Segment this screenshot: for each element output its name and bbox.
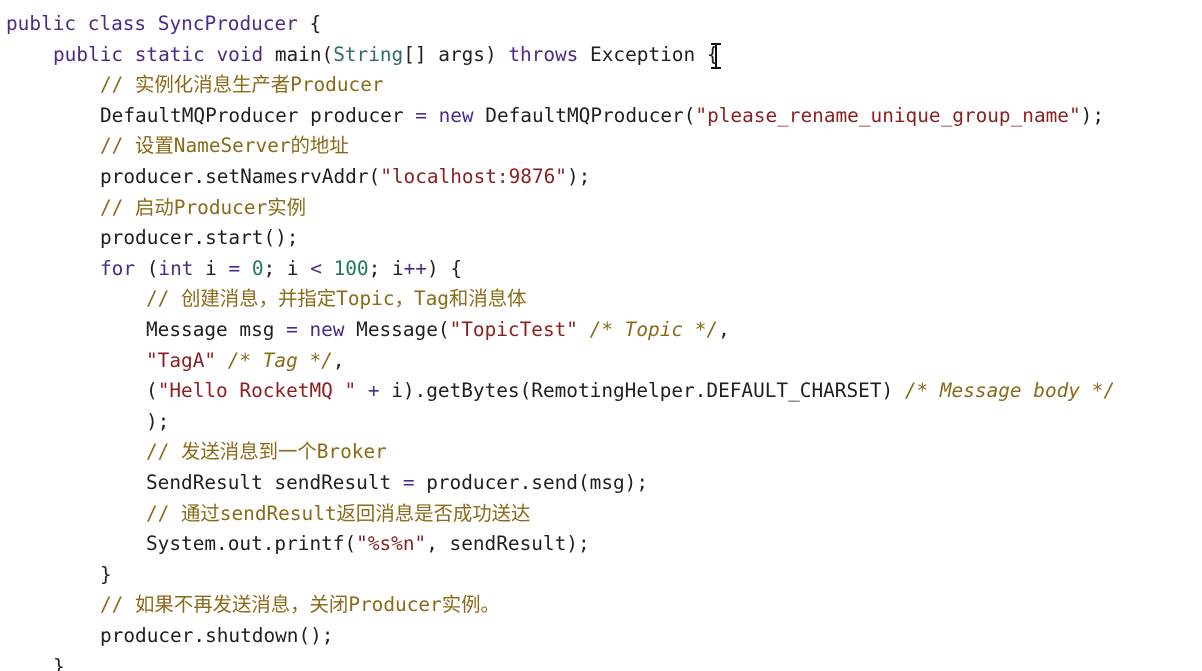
code-token: i).getBytes(RemotingHelper.DEFAULT_CHARS… [391, 379, 905, 403]
code-line[interactable]: for (int i = 0; i < 100; i++) { [100, 254, 462, 284]
code-token: = [402, 471, 427, 494]
code-token: DefaultMQProducer( [485, 103, 696, 127]
code-token: , [718, 318, 730, 341]
code-token: [] args) [403, 42, 509, 66]
code-token: ); [566, 165, 591, 188]
code-token: System.out.printf( [146, 532, 357, 556]
code-token: ( [146, 256, 159, 280]
code-token: public static void [53, 42, 275, 66]
code-token: String [333, 42, 404, 66]
code-token: producer.setNamesrvAddr( [100, 165, 381, 188]
code-line[interactable]: // 实例化消息生产者Producer [100, 70, 384, 100]
code-token: producer.start(); [100, 226, 299, 250]
code-token: public class [6, 12, 158, 35]
code-line[interactable]: ("Hello RocketMQ " + i).getBytes(Remotin… [146, 376, 1115, 406]
code-token: producer.send(msg); [426, 471, 649, 494]
code-token: ; i [368, 256, 404, 280]
code-line[interactable]: public class SyncProducer { [6, 9, 321, 39]
code-token: } [53, 654, 65, 671]
code-token: , sendResult); [426, 532, 590, 556]
code-token: = [286, 318, 310, 341]
code-token: DefaultMQProducer producer [100, 103, 416, 127]
code-token: } [100, 562, 112, 586]
code-line[interactable]: // 发送消息到一个Broker [146, 437, 387, 467]
code-token: "%s%n" [356, 532, 427, 556]
code-token: int [158, 256, 206, 280]
code-token: /* Tag */ [216, 348, 333, 372]
code-token: { [297, 12, 322, 35]
code-token: main( [274, 42, 334, 66]
code-line[interactable]: System.out.printf("%s%n", sendResult); [146, 529, 590, 559]
code-token: new [309, 318, 357, 341]
code-line[interactable]: ); [146, 407, 169, 437]
code-token: = [415, 103, 439, 127]
code-token: Message( [356, 318, 450, 341]
code-token: "TopicTest" [449, 318, 578, 341]
code-token: ); [146, 409, 170, 433]
code-line[interactable]: producer.start(); [100, 223, 298, 253]
code-token: ( [146, 379, 158, 403]
text-cursor-icon [708, 42, 724, 70]
code-token: ; i [263, 256, 311, 280]
code-line[interactable]: // 创建消息，并指定Topic，Tag和消息体 [146, 284, 527, 314]
code-token: /* Message body */ [904, 379, 1115, 403]
code-line[interactable]: DefaultMQProducer producer = new Default… [100, 101, 1104, 131]
code-token: // 启动Producer实例 [100, 195, 306, 219]
code-line[interactable]: } [100, 560, 112, 590]
code-token: SendResult sendResult [146, 471, 403, 494]
code-token: ++ [403, 256, 427, 280]
code-token: throws [508, 42, 591, 66]
code-token: 100 [333, 256, 369, 280]
code-token: Exception { [590, 42, 719, 66]
code-token: = [228, 256, 252, 280]
code-token: 0 [251, 256, 264, 280]
code-token: i [205, 256, 229, 280]
code-token: "TagA" [146, 348, 217, 372]
code-token: ); [1080, 103, 1105, 127]
code-token: // 通过sendResult返回消息是否成功送达 [146, 501, 531, 525]
code-line[interactable]: public static void main(String[] args) t… [53, 40, 718, 70]
code-line[interactable]: "TagA" /* Tag */, [146, 346, 344, 376]
code-token: // 如果不再发送消息，关闭Producer实例。 [100, 593, 500, 617]
code-token: "localhost:9876" [380, 165, 567, 188]
code-line[interactable]: // 启动Producer实例 [100, 193, 306, 223]
code-line[interactable]: // 通过sendResult返回消息是否成功送达 [146, 499, 530, 529]
code-token: "please_rename_unique_group_name" [695, 103, 1081, 127]
code-line[interactable]: // 如果不再发送消息，关闭Producer实例。 [100, 590, 500, 620]
code-token: /* Topic */ [577, 318, 719, 341]
code-token: < [310, 256, 334, 280]
code-token: ) { [426, 256, 463, 280]
code-token: Message msg [146, 318, 287, 341]
code-line[interactable]: Message msg = new Message("TopicTest" /*… [146, 315, 730, 345]
code-token: + [356, 379, 392, 403]
code-token: "Hello RocketMQ " [157, 379, 357, 403]
code-token: for [100, 256, 147, 280]
code-token: , [332, 348, 345, 372]
code-token: // 设置NameServer的地址 [100, 134, 349, 158]
code-token: // 创建消息，并指定Topic，Tag和消息体 [146, 287, 527, 311]
code-token: producer.shutdown(); [100, 624, 334, 647]
code-line[interactable]: // 设置NameServer的地址 [100, 131, 349, 161]
code-token: // 实例化消息生产者Producer [100, 73, 384, 97]
code-line[interactable]: producer.shutdown(); [100, 621, 333, 651]
code-token: SyncProducer [157, 12, 298, 35]
code-line[interactable]: } [53, 652, 65, 671]
code-line[interactable]: SendResult sendResult = producer.send(ms… [146, 468, 648, 498]
code-token: // 发送消息到一个Broker [146, 440, 387, 464]
code-token: new [438, 103, 486, 127]
code-line[interactable]: producer.setNamesrvAddr("localhost:9876"… [100, 162, 590, 192]
